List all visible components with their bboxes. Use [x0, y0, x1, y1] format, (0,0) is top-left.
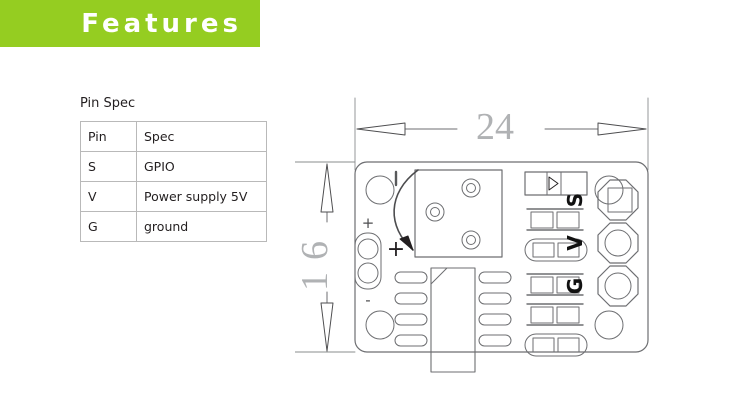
- mosfet-footprint: [414, 169, 503, 258]
- dimension-arrowhead-bottom: [320, 302, 334, 352]
- table-row: S GPIO: [80, 151, 267, 182]
- silkscreen-plus-mosfet: +: [387, 237, 405, 262]
- drawing-svg: 24 16 S V G + - +: [295, 97, 649, 373]
- resistor-footprint-3: [526, 303, 584, 326]
- resistor-footprint-2: [526, 273, 584, 296]
- resistor-footprint-1: [526, 208, 584, 231]
- header-pad-g: [597, 265, 639, 307]
- column-header-pin: Pin: [80, 121, 137, 152]
- cell-pin-v: V: [80, 181, 137, 212]
- callout-arrowhead: [399, 235, 414, 251]
- features-banner: Features: [0, 0, 260, 47]
- terminal-body: [354, 232, 382, 290]
- smd-component-column: [524, 171, 588, 357]
- cell-spec-s: GPIO: [136, 151, 267, 182]
- ic-pad-right-1: [478, 271, 512, 284]
- dimension-arrowhead-top: [320, 163, 334, 213]
- silkscreen-label-s: S: [563, 193, 587, 207]
- header-pad-s: [597, 179, 639, 221]
- header-pin-pads: [597, 179, 639, 307]
- ic-pad-left-4: [394, 334, 428, 347]
- dimension-arrowhead-right: [597, 122, 647, 136]
- column-header-spec: Spec: [136, 121, 267, 152]
- dimension-arrowhead-left: [356, 122, 406, 136]
- table-row: G ground: [80, 211, 267, 242]
- pin-spec-section: Pin Spec Pin Spec S GPIO V Power supply …: [80, 96, 267, 242]
- pcb-dimension-drawing: 24 16 S V G + - +: [295, 90, 675, 380]
- ic-footprint: [394, 267, 512, 373]
- screw-terminal-block: [354, 232, 382, 290]
- ic-pad-left-2: [394, 292, 428, 305]
- ic-pin1-notch: [430, 267, 448, 285]
- silkscreen-minus-terminal: -: [365, 291, 370, 309]
- cell-spec-g: ground: [136, 211, 267, 242]
- callout-arrow: [393, 169, 419, 251]
- pin-spec-heading: Pin Spec: [80, 96, 136, 111]
- ic-pad-right-3: [478, 313, 512, 326]
- mosfet-body: [414, 169, 503, 258]
- ic-pad-left-3: [394, 313, 428, 326]
- table-header-row: Pin Spec: [80, 121, 267, 152]
- table-row: V Power supply 5V: [80, 181, 267, 212]
- page-title: Features: [81, 8, 242, 39]
- terminal-pad-negative: [357, 262, 379, 284]
- silkscreen-plus-terminal: +: [362, 214, 375, 232]
- cell-spec-v: Power supply 5V: [136, 181, 267, 212]
- mounting-hole-bottom-right: [594, 310, 624, 340]
- dimension-label-width: 24: [476, 106, 514, 148]
- cell-pin-s: S: [80, 151, 137, 182]
- silkscreen-label-v: V: [563, 235, 587, 251]
- terminal-pad-positive: [357, 238, 379, 260]
- extension-lines: [295, 97, 649, 353]
- mounting-hole-bottom-left: [365, 310, 395, 340]
- mounting-hole-top-left: [365, 175, 395, 205]
- ic-body: [430, 267, 476, 373]
- pin-spec-table: Pin Spec S GPIO V Power supply 5V G grou…: [80, 121, 267, 242]
- diode-footprint: [524, 171, 588, 196]
- mounting-hole-top-right: [594, 175, 624, 205]
- dimension-height-16: [320, 163, 334, 352]
- cell-pin-g: G: [80, 211, 137, 242]
- silkscreen-label-g: G: [563, 278, 587, 294]
- capacitor-footprint-1: [524, 238, 588, 262]
- header-pad-v: [597, 222, 639, 264]
- mosfet-pads: [425, 178, 481, 250]
- capacitor-footprint-2: [524, 333, 588, 357]
- dimension-label-height: 16: [295, 229, 336, 291]
- dimension-width-24: [356, 122, 647, 136]
- ic-pad-right-4: [478, 334, 512, 347]
- ic-pad-right-2: [478, 292, 512, 305]
- ic-pad-left-1: [394, 271, 428, 284]
